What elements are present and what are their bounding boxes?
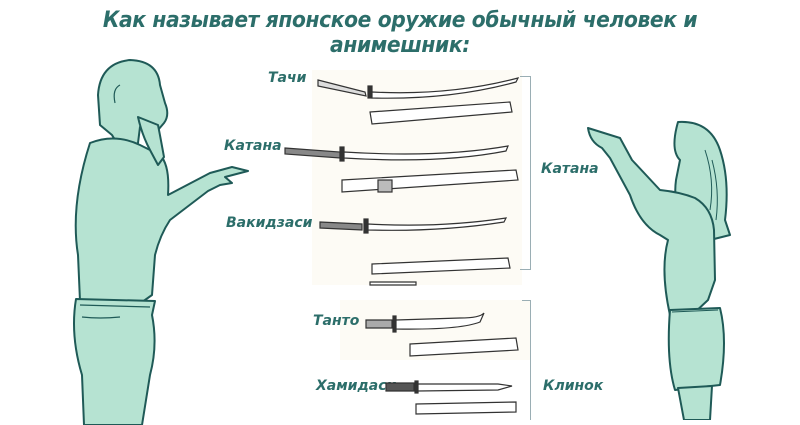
page-title: Как называет японское оружие обычный чел…	[102, 8, 698, 58]
hamidashi-hilt	[385, 382, 415, 392]
group-label-katana: Катана	[541, 161, 599, 177]
weapon-label-hamidashi: Хамидаси	[316, 378, 397, 394]
tanto-hilt	[365, 319, 393, 329]
weapon-label-wakizashi: Вакидзаси	[226, 215, 313, 231]
group-label-blade: Клинок	[543, 378, 604, 394]
group-bracket-blade	[522, 300, 531, 420]
tachi-hilt	[317, 79, 367, 97]
weapon-label-katana: Катана	[224, 138, 282, 154]
man-figure	[73, 59, 249, 425]
group-bracket-katana	[520, 76, 531, 270]
wakizashi-hilt	[319, 221, 363, 231]
sword-illustrations	[284, 77, 520, 415]
weapon-label-tanto: Танто	[313, 313, 360, 329]
woman-figure	[587, 120, 731, 420]
katana-hilt	[284, 147, 341, 159]
weapon-label-tachi: Тачи	[268, 70, 307, 86]
